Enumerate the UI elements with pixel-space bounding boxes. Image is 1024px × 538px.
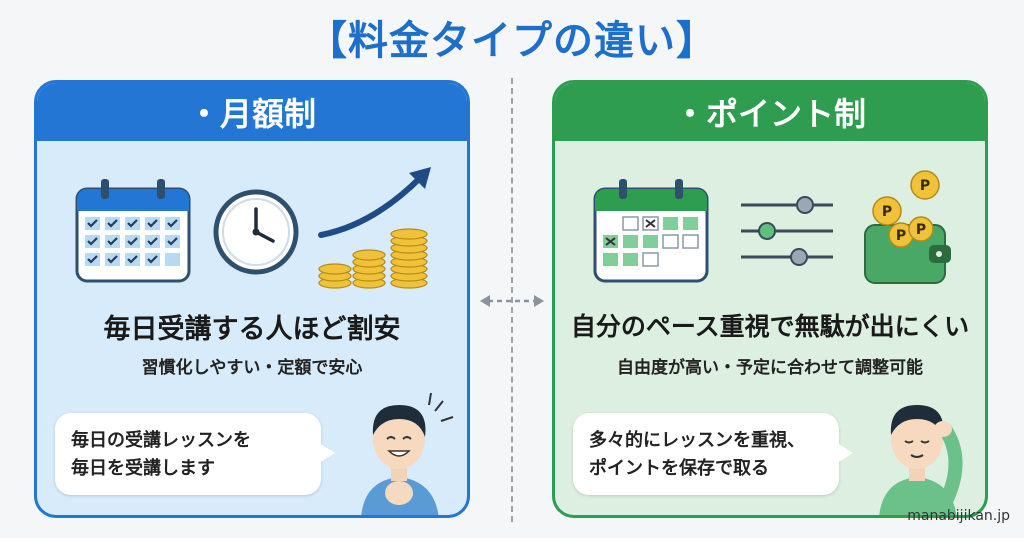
monthly-subtext: 習慣化しやすい・定額で安心 [141,358,363,378]
point-bubble-line-2: ポイントを保存で取る [589,458,769,479]
coin-label: P [916,222,926,238]
point-plan-panel: ・ポイント制 [552,80,988,518]
monthly-plan-panel: ・月額制 [34,80,470,518]
calendar-flexible-icon [593,179,709,283]
monthly-bubble-line-1: 毎日の受講レッスンを [71,430,251,451]
point-subtext: 自由度が高い・予定に合わせて調整可能 [617,358,923,378]
point-plan-header: ・ポイント制 [555,83,985,141]
rising-coins-icon [318,167,431,289]
calendar-check-icon [75,179,191,283]
monthly-speech-bubble: 毎日の受講レッスンを 毎日を受講します [55,413,335,495]
monthly-plan-header: ・月額制 [37,83,467,141]
page-title: 【料金タイプの違い】 [307,18,717,64]
wallet-points-icon: P P P P [864,170,951,284]
coin-label: P [920,178,930,194]
coin-label: P [896,228,906,244]
point-headline: 自分のペース重視で無駄が出にくい [570,312,970,341]
point-speech-bubble: 多々的にレッスンを重視、 ポイントを保存で取る [573,413,853,495]
happy-person-icon [361,392,454,515]
point-bubble-line-1: 多々的にレッスンを重視、 [589,430,805,451]
double-arrow-icon [480,295,544,307]
coin-label: P [882,204,892,220]
center-divider [511,78,513,522]
clock-icon [213,189,299,275]
site-watermark: manabijikan.jp [907,508,1010,524]
sliders-icon [741,196,833,266]
monthly-headline: 毎日受講する人ほど割安 [103,314,401,345]
monthly-bubble-line-2: 毎日を受講します [71,458,215,479]
thinking-person-icon [879,405,963,515]
